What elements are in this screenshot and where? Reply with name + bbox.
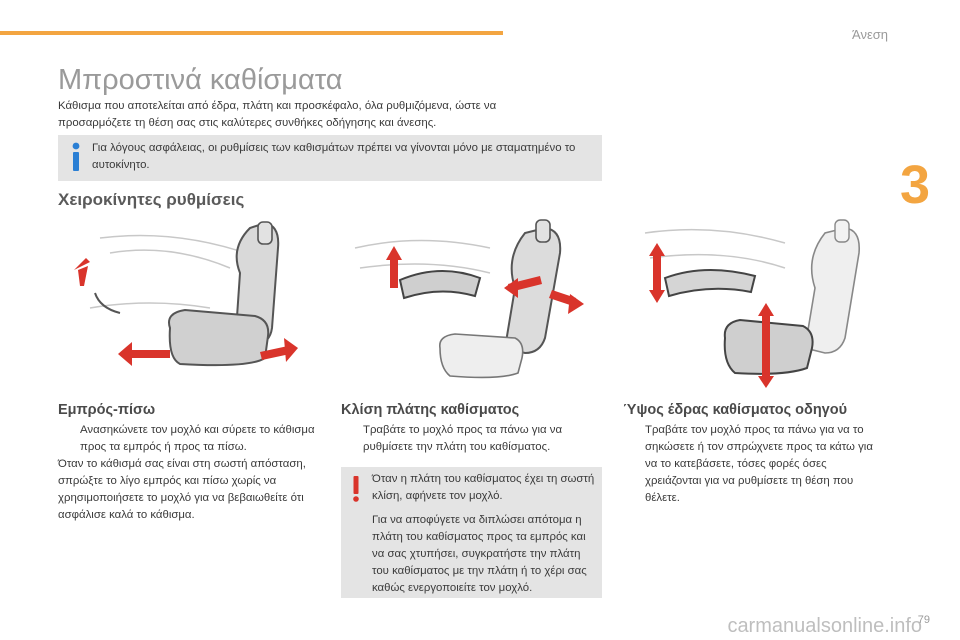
page-title: Μπροστινά καθίσματα: [58, 64, 343, 96]
warning-text: Όταν η πλάτη του καθίσματος έχει τη σωστ…: [372, 471, 598, 597]
fore-aft-bullet-text: Ανασηκώνετε τον μοχλό και σύρετε το κάθι…: [80, 424, 315, 453]
section-name: Άνεση: [852, 27, 888, 42]
backrest-bullet-text: Τραβάτε το μοχλό προς τα πάνω για να ρυθ…: [363, 424, 563, 453]
warning-icon: [353, 476, 359, 502]
seat-height-illustration: [644, 219, 861, 388]
manual-settings-heading: Χειροκίνητες ρυθμίσεις: [58, 190, 245, 209]
backrest-bullet-item: Τραβάτε το μοχλό προς τα πάνω για να ρυθ…: [341, 422, 603, 456]
info-text: Για λόγους ασφάλειας, οι ρυθμίσεις των κ…: [92, 142, 576, 171]
backrest-instructions: Τραβάτε το μοχλό προς τα πάνω για να ρυθ…: [341, 422, 603, 456]
info-icon: [72, 142, 80, 171]
fore-aft-heading: Εμπρός-πίσω: [58, 402, 156, 418]
page-number: 79: [917, 614, 930, 626]
warning-box: [341, 467, 602, 598]
watermark: carmanualsonline.info: [727, 615, 922, 637]
seat-height-instructions: Τραβάτε τον μοχλό προς τα πάνω για να το…: [623, 422, 885, 507]
bullet-icon: [341, 422, 363, 456]
bullet-icon: [623, 422, 645, 507]
info-box: [58, 135, 602, 181]
seat-height-bullet-item: Τραβάτε τον μοχλό προς τα πάνω για να το…: [623, 422, 885, 507]
seat-height-bullet-text: Τραβάτε τον μοχλό προς τα πάνω για να το…: [645, 424, 873, 504]
backrest-heading: Κλίση πλάτης καθίσματος: [341, 402, 520, 418]
bullet-icon: [58, 422, 80, 456]
chapter-number: 3: [900, 155, 931, 215]
seat-height-heading: Ύψος έδρας καθίσματος οδηγού: [623, 402, 848, 418]
fore-aft-note: Όταν το κάθισμά σας είναι στη σωστή απόσ…: [58, 458, 306, 521]
warning-paragraph-2: Για να αποφύγετε να διπλώσει απότομα η π…: [372, 514, 587, 594]
header-accent-bar: [0, 31, 503, 35]
seat-fore-aft-illustration: [74, 221, 298, 367]
fore-aft-bullet-item: Ανασηκώνετε τον μοχλό και σύρετε το κάθι…: [58, 422, 320, 456]
fore-aft-instructions: Ανασηκώνετε τον μοχλό και σύρετε το κάθι…: [58, 422, 320, 524]
intro-text: Κάθισμα που αποτελείται από έδρα, πλάτη …: [58, 100, 497, 129]
seat-backrest-illustration: [354, 219, 584, 379]
warning-paragraph-1: Όταν η πλάτη του καθίσματος έχει τη σωστ…: [372, 473, 595, 502]
